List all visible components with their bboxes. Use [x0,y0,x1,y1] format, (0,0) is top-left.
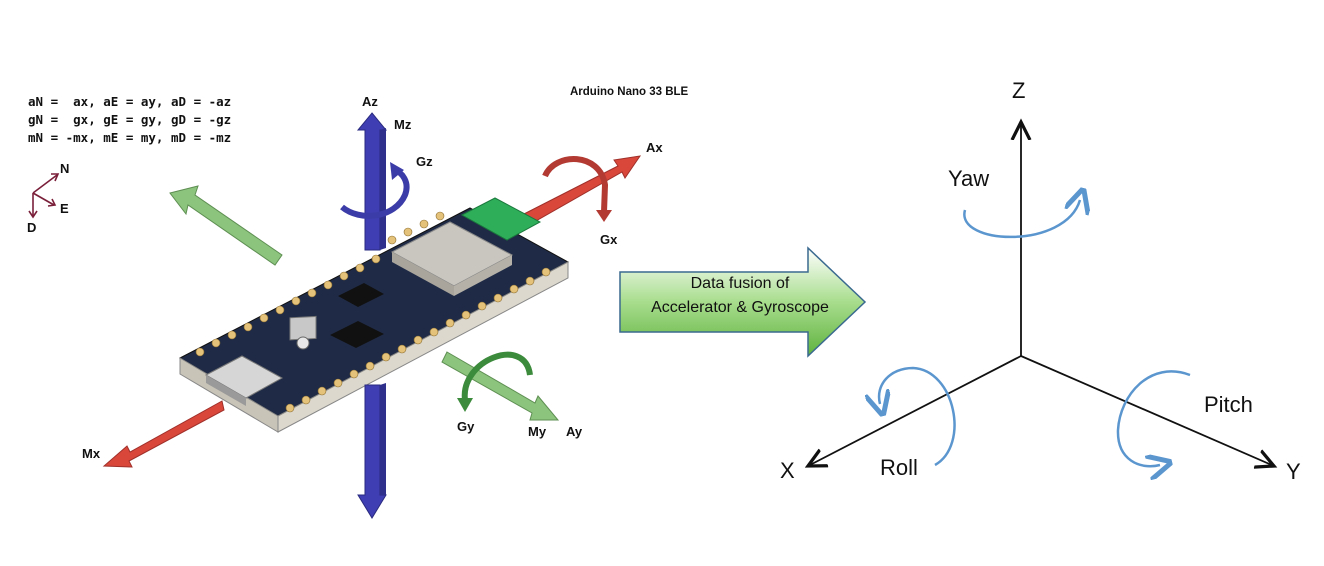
x-axis-line [808,355,1022,466]
ned-axes-icon [28,173,60,219]
gy-rotation-arrow [457,351,533,412]
y-axis-line [1020,355,1274,466]
green-ay-arrow [441,351,560,421]
az-label: Az [362,94,378,109]
ned-d-label: D [27,220,37,235]
fusion-line-1: Data fusion of [690,275,790,292]
x-axis-label: X [780,458,795,483]
board-title: Arduino Nano 33 BLE [570,86,689,98]
blue-az-arrow-top [356,112,388,251]
roll-rotation-arrow [879,366,956,467]
z-axis-label: Z [1012,78,1026,103]
green-axis-arrow-upper [169,185,283,266]
gy-label: Gy [457,419,475,434]
fusion-line-2: Accelerator & Gyroscope [651,299,829,316]
ay-label: Ay [566,424,583,439]
gz-rotation-arrow [340,162,410,219]
data-fusion-arrow [619,246,867,358]
ned-e-label: E [60,201,69,216]
roll-label: Roll [880,455,918,480]
mz-label: Mz [394,117,412,132]
equation-line-m: mN = -mx, mE = my, mD = -mz [28,130,232,145]
red-ax-arrow [521,155,642,227]
ax-label: Ax [646,140,663,155]
arduino-board [178,197,570,433]
gz-label: Gz [416,154,433,169]
pitch-rotation-arrow [1116,370,1191,466]
frame-axes [808,122,1274,466]
yaw-rotation-arrow [963,200,1080,239]
blue-az-arrow-bottom [357,383,387,519]
mx-label: Mx [82,446,101,461]
pitch-label: Pitch [1204,392,1253,417]
y-axis-label: Y [1286,459,1301,484]
fusion-text: Data fusion of Accelerator & Gyroscope [620,272,860,320]
gx-label: Gx [600,232,618,247]
equation-line-n: aN = ax, aE = ay, aD = -az [28,94,232,109]
ned-n-label: N [60,161,70,176]
equation-line-g: gN = gx, gE = gy, gD = -gz [28,112,232,127]
my-label: My [528,424,547,439]
gx-rotation-arrow [542,156,612,222]
yaw-label: Yaw [948,166,990,191]
red-mx-arrow [102,400,225,468]
